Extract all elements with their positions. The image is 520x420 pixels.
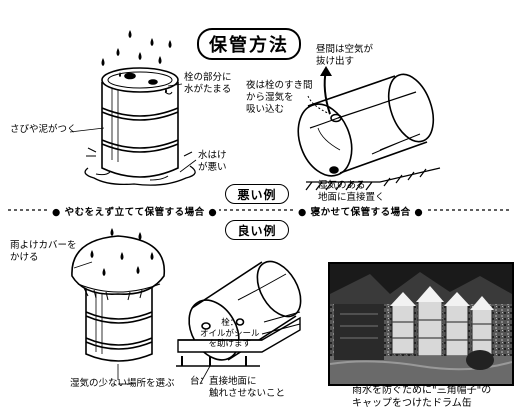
note-rust: さびや泥がつく: [10, 124, 77, 135]
note-cover: 雨よけカバーを かける: [10, 240, 77, 263]
covered-drum-good: [71, 235, 166, 362]
bad-example-label: 悪い例: [225, 184, 289, 204]
moisture-in-arrow-icon: [307, 95, 331, 115]
cover-raindrops-icon: [90, 228, 154, 276]
page-title: 保管方法: [197, 28, 301, 60]
standing-drum-bad: [101, 67, 179, 178]
note-pallet: 台：直接地面に 触れさせないこと: [190, 376, 286, 399]
note-ground: 湿気のある 地面に直接置く: [318, 180, 385, 203]
section-lying: ● 寝かせて保管する場合 ●: [296, 204, 426, 218]
raindrops-icon: [101, 30, 172, 66]
lying-drum-bad: [297, 73, 435, 178]
wooden-pallet: [176, 311, 301, 367]
note-drain: 水はけ が悪い: [198, 150, 227, 173]
photo-caption: 雨水を防ぐために"三角帽子"の キャップをつけたドラム缶: [352, 385, 492, 409]
puddle: [84, 165, 196, 186]
note-day: 昼間は空気が 抜け出す: [316, 44, 374, 67]
note-plug-position: 栓： オイルがシール を助けます: [200, 318, 260, 350]
drum-storage-photo: [328, 262, 514, 386]
note-night: 夜は栓のすき間 から湿気を 吸い込む: [246, 80, 313, 115]
note-plug-water: 栓の部分に 水がたまる: [184, 72, 232, 95]
section-standing: ● やむをえず立てて保管する場合 ●: [50, 204, 220, 218]
good-example-label: 良い例: [225, 220, 289, 240]
ground-hatching: [305, 167, 441, 191]
note-low-humidity: 湿気の少ない場所を選ぶ: [70, 378, 175, 389]
